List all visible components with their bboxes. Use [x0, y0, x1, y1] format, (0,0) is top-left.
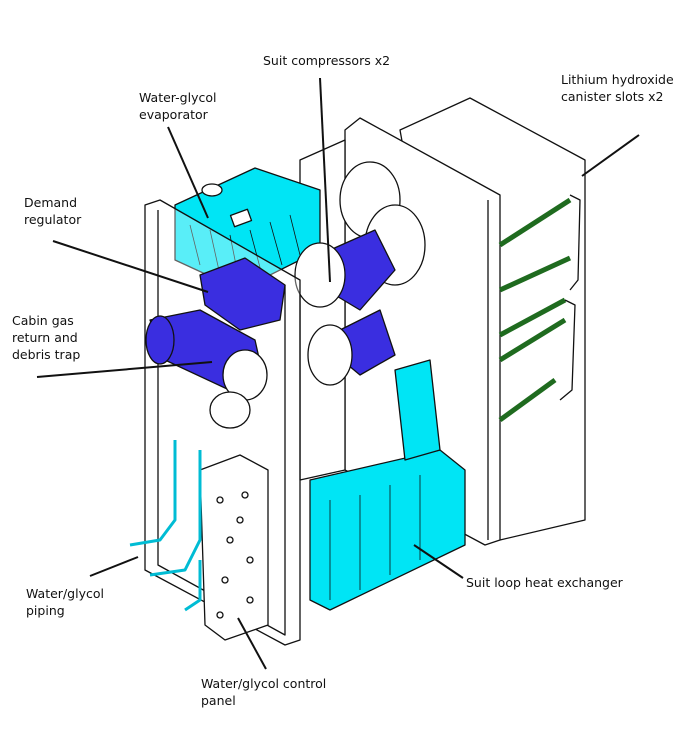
- label-evaporator: Water-glycol evaporator: [139, 90, 217, 122]
- label-lioh-canisters: Lithium hydroxide canister slots x2: [561, 72, 674, 104]
- label-control-panel: Water/glycol control panel: [201, 676, 327, 708]
- demand-regulator-body: [199, 257, 286, 331]
- control-panel-plate: [199, 454, 269, 641]
- water-glycol-piping: [129, 440, 202, 612]
- heat-exchanger-body: [309, 449, 466, 611]
- label-suit-compressors: Suit compressors x2: [263, 53, 391, 68]
- label-demand-regulator: Demand regulator: [24, 195, 82, 227]
- suit-compressors: [329, 229, 396, 376]
- label-heat-exchanger: Suit loop heat exchanger: [466, 575, 623, 590]
- leader-lines: [36, 77, 640, 670]
- label-water-glycol-piping: Water/glycol piping: [26, 586, 104, 618]
- label-cabin-gas-return: Cabin gas return and debris trap: [12, 313, 81, 362]
- canister-rods: [498, 197, 572, 423]
